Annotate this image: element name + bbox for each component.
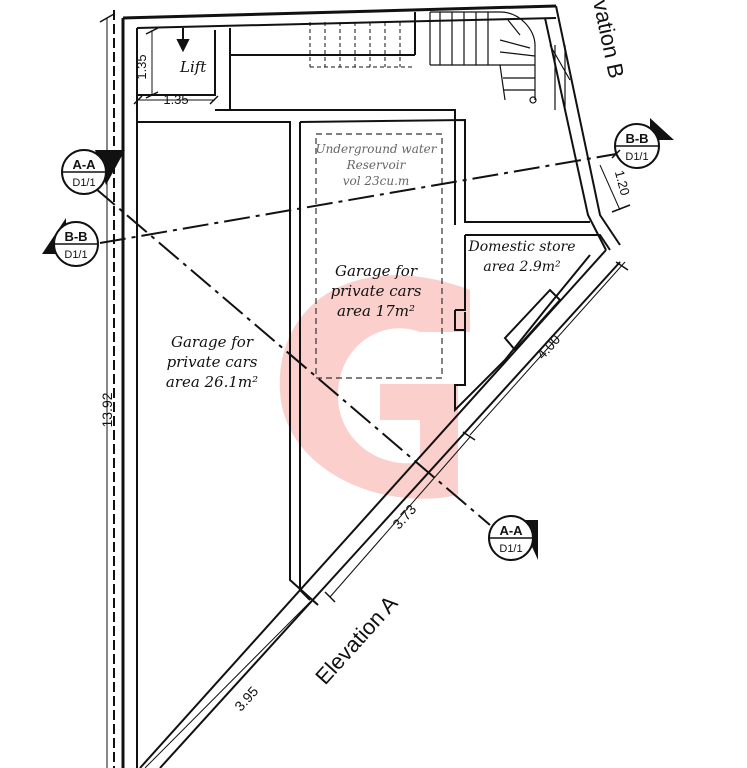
section-aa-letter-top: A-A <box>72 157 96 172</box>
staircase <box>414 11 571 110</box>
outer-walls <box>121 4 621 768</box>
staircase-dashed <box>309 22 415 68</box>
section-aa-letter-bottom: A-A <box>499 523 523 538</box>
reservoir-line1: Underground water <box>315 142 437 156</box>
section-aa-sheet-bottom: D1/1 <box>499 543 522 555</box>
water-reservoir <box>315 133 443 379</box>
store-line1: Domestic store <box>467 239 575 255</box>
section-line-aa <box>94 187 491 526</box>
garage-center-line2: private cars <box>331 282 422 300</box>
section-aa-sheet-top: D1/1 <box>72 177 95 189</box>
top-walls <box>137 54 590 606</box>
dim-left-total: 13.92 <box>99 392 115 427</box>
store-line2: area 2.9m² <box>483 259 561 275</box>
dim-right-gap: 1.20 <box>612 169 633 197</box>
dimension-lines <box>99 13 631 768</box>
store-walls <box>454 234 611 413</box>
section-bb-sheet-left: D1/1 <box>64 249 87 261</box>
section-bb-sheet-right: D1/1 <box>625 151 648 163</box>
watermark-shape <box>279 275 470 499</box>
section-marker-aa-bottom: A-A D1/1 <box>488 515 538 561</box>
section-marker-bb-right: B-B D1/1 <box>614 118 674 169</box>
garage-left-line3: area 26.1m² <box>166 373 258 391</box>
reservoir-line3: vol 23cu.m <box>343 174 410 188</box>
dim-diag-middle: 3.73 <box>389 501 419 532</box>
garage-center-line1: Garage for <box>335 262 418 280</box>
dim-diag-lower: 3.95 <box>231 683 261 714</box>
section-marker-aa-top: A-A D1/1 <box>61 149 125 195</box>
garage-left-line2: private cars <box>167 353 258 371</box>
section-line-bb <box>99 152 623 244</box>
dim-lift-width: 1.35 <box>163 92 188 107</box>
lift-label: Lift <box>179 58 207 76</box>
elevation-a-label: Elevation A <box>310 590 402 689</box>
section-bb-letter-right: B-B <box>625 131 648 146</box>
watermark-logo <box>279 275 470 499</box>
dim-lift-height: 1.35 <box>134 54 149 79</box>
section-bb-letter-left: B-B <box>64 229 87 244</box>
garage-center-line3: area 17m² <box>337 302 415 320</box>
elevation-b-label: Elevation B <box>582 0 630 80</box>
garage-left-line1: Garage for <box>171 333 254 351</box>
section-marker-bb-left: B-B D1/1 <box>42 218 99 267</box>
reservoir-line2: Reservoir <box>346 158 407 172</box>
